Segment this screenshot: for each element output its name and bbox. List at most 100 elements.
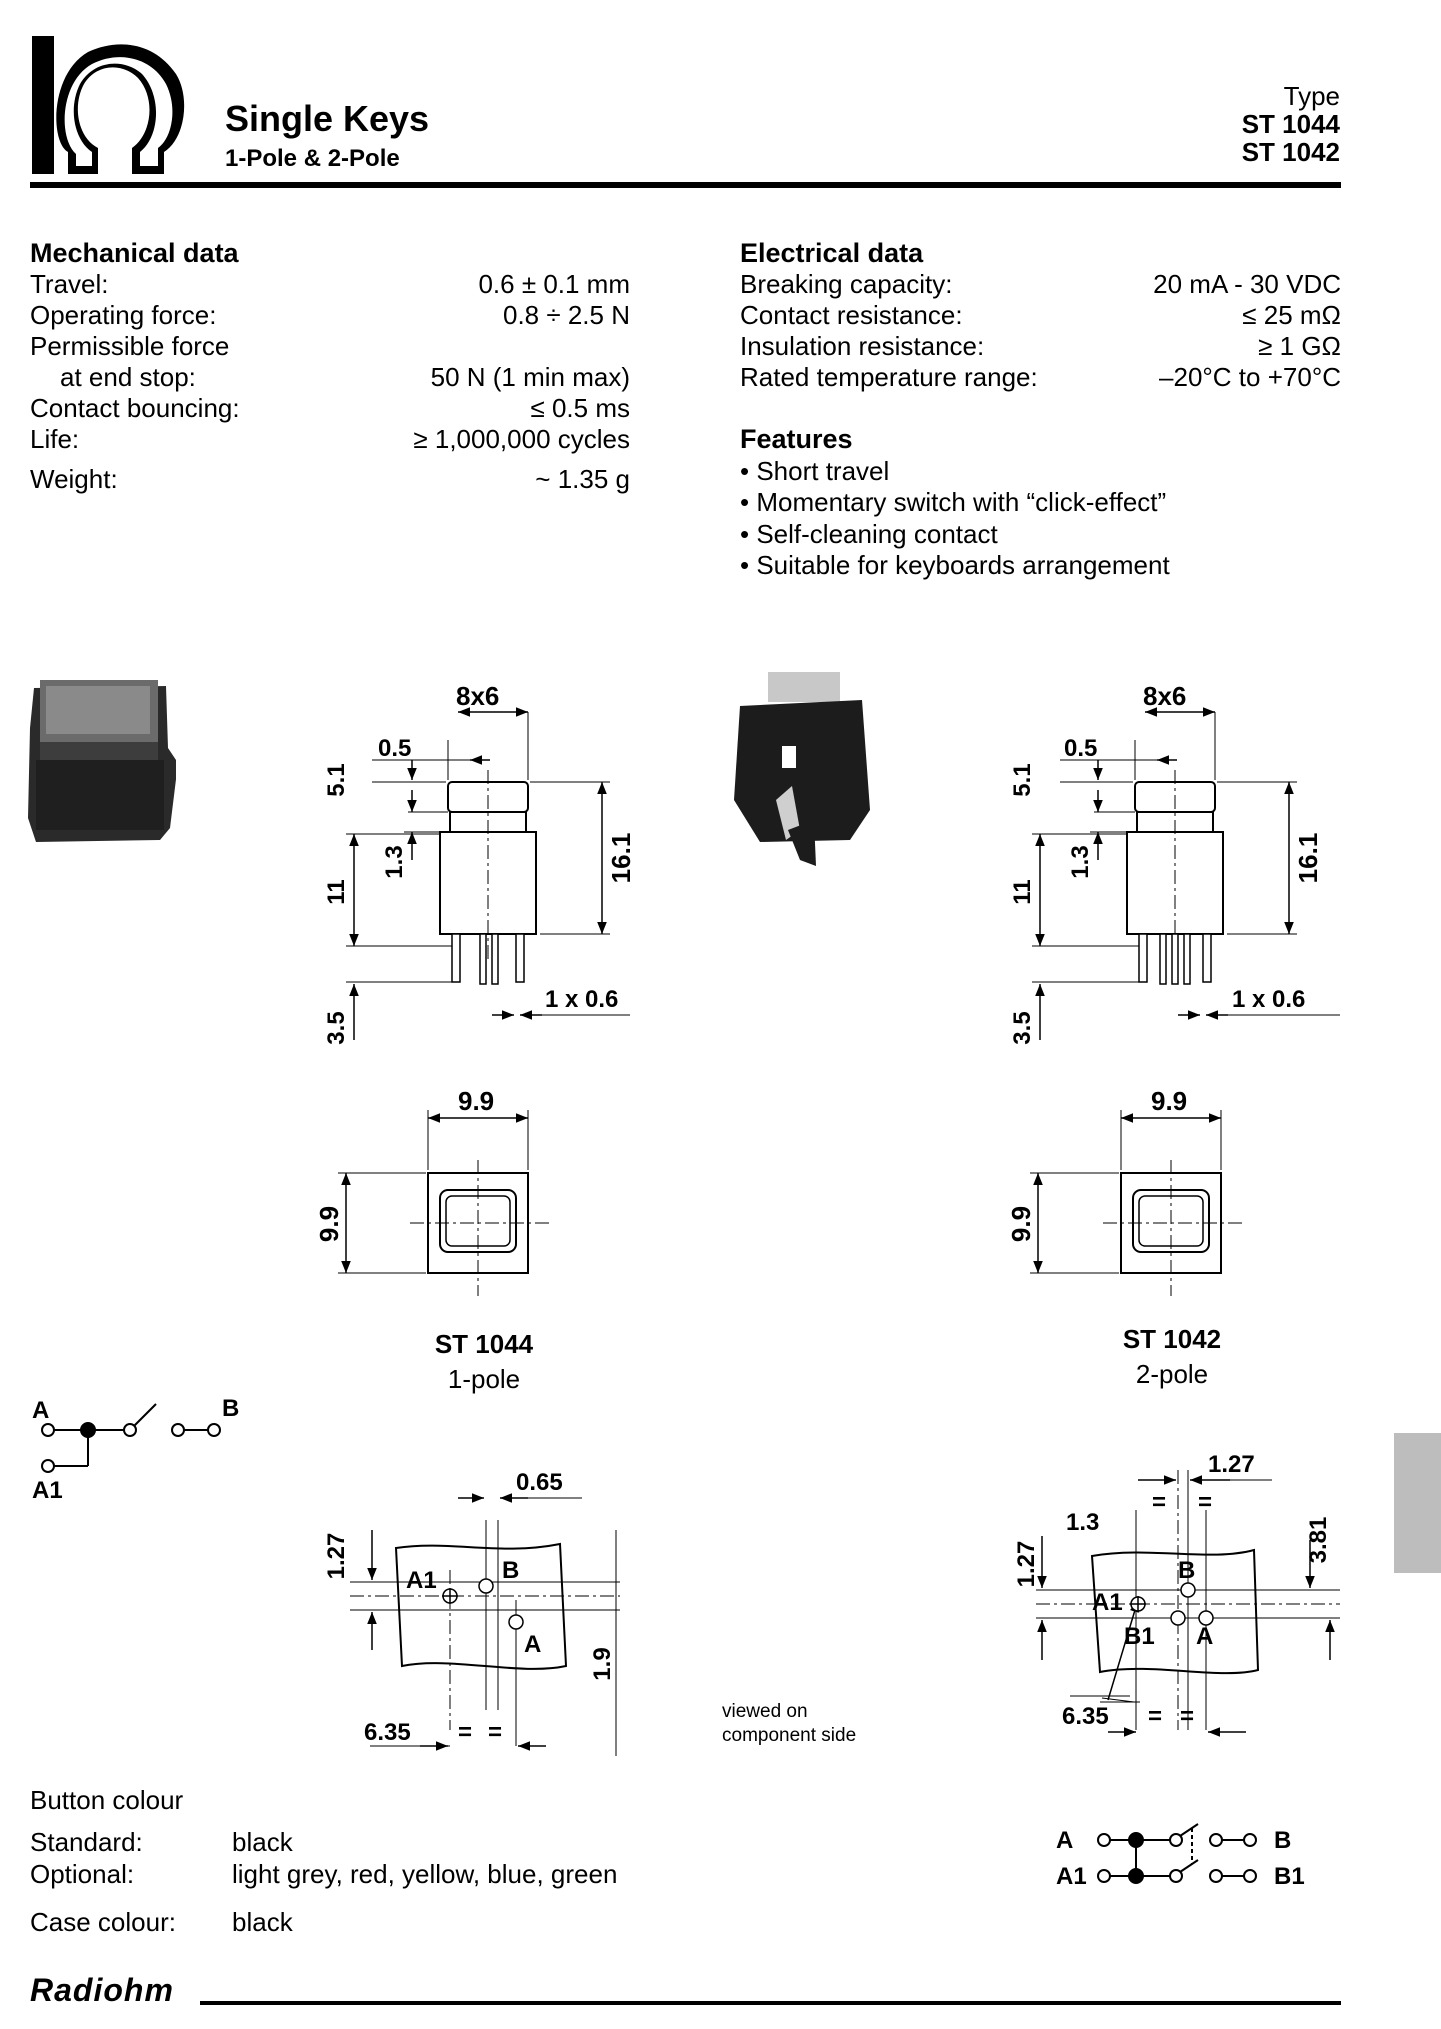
dim-height: 16.1: [1293, 833, 1323, 884]
mechanical-data: Mechanical data Travel: 0.6 ± 0.1 mm Ope…: [30, 238, 630, 498]
feature-item: • Suitable for keyboards arrangement: [740, 550, 1170, 580]
dim-square: 9.9: [314, 1206, 344, 1242]
electrical-data: Electrical data Breaking capacity: 20 mA…: [740, 238, 1341, 398]
side-view-2pole: [1032, 707, 1340, 1040]
dim-pin-len: 3.5: [1009, 1011, 1036, 1044]
case-label: Case colour:: [30, 1907, 176, 1937]
spec-row: Contact bouncing: ≤ 0.5 ms: [30, 393, 630, 425]
spec-row: Operating force: 0.8 ÷ 2.5 N: [30, 300, 630, 332]
features: Features • Short travel • Momentary swit…: [740, 424, 1341, 582]
spec-row: at end stop: 50 N (1 min max): [30, 362, 630, 394]
pcb-dim-pitch: 1.27: [323, 1533, 350, 1580]
type-st1044: ST 1044: [1241, 109, 1340, 139]
product-photo-1pole: [28, 680, 176, 842]
pcb-dim-pitch: 1.27: [1208, 1451, 1255, 1478]
spec-label: Contact resistance:: [740, 300, 963, 330]
terminal-b1: B1: [1124, 1623, 1155, 1650]
pcb-layout-1pole: 0.65 1.27 1.9 6.35 = = A1 B A: [323, 1469, 620, 1756]
terminal-a1: A1: [1056, 1863, 1087, 1890]
pcb-dim-6-35: 6.35: [364, 1719, 411, 1746]
model-2-desc: 2-pole: [1136, 1359, 1208, 1389]
dim-neck: 1.3: [381, 845, 408, 878]
spec-row: Life: ≥ 1,000,000 cycles: [30, 424, 630, 456]
model-1-name: ST 1044: [435, 1329, 534, 1359]
spec-label: Life:: [30, 424, 80, 454]
button-colour: Button colour Standard: black Optional: …: [30, 1784, 730, 1938]
features-heading: Features: [740, 424, 853, 454]
pcb-dim-pitch: 0.65: [516, 1469, 563, 1496]
case-value: black: [232, 1907, 293, 1937]
side-view-1pole: [346, 707, 630, 1040]
spec-row: Breaking capacity: 20 mA - 30 VDC: [740, 269, 1341, 301]
spec-value: ≥ 1,000,000 cycles: [413, 424, 630, 454]
mechanical-heading: Mechanical data: [30, 238, 239, 268]
type-label: Type: [1283, 81, 1340, 111]
standard-label: Standard:: [30, 1827, 143, 1857]
footer-brand: Radiohm: [30, 1972, 174, 2008]
optional-label: Optional:: [30, 1859, 135, 1889]
terminal-a: A: [524, 1631, 541, 1658]
spec-row: Travel: 0.6 ± 0.1 mm: [30, 269, 630, 301]
pcb-dim-3-81: 3.81: [1305, 1517, 1332, 1564]
dim-offset: 0.5: [1064, 735, 1097, 762]
spec-value: ≥ 1 GΩ: [1258, 331, 1341, 361]
spec-value: 0.6 ± 0.1 mm: [478, 269, 630, 299]
spec-value: ~ 1.35 g: [535, 464, 630, 494]
feature-item: • Momentary switch with “click-effect”: [740, 487, 1167, 517]
dim-body: 11: [1009, 879, 1036, 904]
pcb-dim-hole: 1.3: [1066, 1509, 1099, 1536]
top-view-2pole: [1030, 1110, 1245, 1296]
pcb-layout-2pole: 1.27 = = 1.3 1.27 3.81 6.35 = = A1 B B1 …: [1013, 1451, 1340, 1737]
dim-square: 9.9: [1151, 1086, 1187, 1116]
technical-drawings: 8x6 0.5 5.1 1.3 11 16.1 3.5 1 x 0.6: [323, 681, 1340, 1045]
top-view-1pole: [338, 1110, 552, 1296]
view-note-line: viewed on: [722, 1701, 808, 1722]
terminal-a: A: [1056, 1827, 1073, 1854]
spec-row: Insulation resistance: ≥ 1 GΩ: [740, 331, 1341, 363]
terminal-b: B: [1178, 1557, 1195, 1584]
pcb-eq: =: [458, 1719, 472, 1746]
dim-square: 9.9: [1006, 1206, 1036, 1242]
spec-label: Rated temperature range:: [740, 362, 1038, 392]
pcb-dim-1-9: 1.9: [589, 1647, 616, 1680]
product-photo-2pole: [734, 672, 870, 866]
spec-value: 50 N (1 min max): [430, 362, 630, 392]
spec-value: ≤ 0.5 ms: [530, 393, 630, 423]
spec-row: Contact resistance: ≤ 25 mΩ: [740, 300, 1341, 332]
pcb-dim-pitch: 1.27: [1013, 1541, 1040, 1588]
pcb-eq: =: [1148, 1703, 1162, 1730]
terminal-b: B: [222, 1395, 239, 1422]
pcb-eq: =: [1180, 1703, 1194, 1730]
schematic-2pole: A A1 B B1: [1056, 1823, 1305, 1890]
dim-body: 11: [323, 879, 350, 904]
spec-row: Permissible force: [30, 331, 630, 363]
terminal-a: A: [1196, 1623, 1213, 1650]
terminal-a1: A1: [406, 1567, 437, 1594]
terminal-b1: B1: [1274, 1863, 1305, 1890]
type-st1042: ST 1042: [1241, 137, 1340, 167]
dim-pin: 1 x 0.6: [1232, 986, 1305, 1013]
top-views: 9.9 9.9 9.9 9.9 ST 1044 1-pole ST 1042 2…: [314, 1086, 1245, 1394]
side-tab: [1394, 1433, 1441, 1573]
electrical-heading: Electrical data: [740, 238, 924, 268]
spec-label: Operating force:: [30, 300, 217, 330]
dim-pin-len: 3.5: [323, 1011, 350, 1044]
spec-label: Weight:: [30, 464, 118, 494]
dim-height: 16.1: [606, 833, 636, 884]
terminal-b: B: [1274, 1827, 1291, 1854]
pcb-eq: =: [488, 1719, 502, 1746]
dim-top: 5.1: [1009, 763, 1036, 796]
footer-rule: [200, 2001, 1341, 2005]
company-logo: [32, 36, 185, 174]
terminal-a1: A1: [1092, 1589, 1123, 1616]
terminal-b: B: [502, 1557, 519, 1584]
page-subtitle: 1-Pole & 2-Pole: [225, 145, 400, 172]
terminal-a1: A1: [32, 1477, 63, 1502]
spec-label: at end stop:: [60, 362, 196, 392]
feature-item: • Short travel: [740, 455, 890, 486]
colour-heading: Button colour: [30, 1785, 184, 1815]
feature-item: • Self-cleaning contact: [740, 518, 998, 549]
optional-value: light grey, red, yellow, blue, green: [232, 1859, 618, 1889]
type-block: Type ST 1044 ST 1042: [1242, 82, 1340, 166]
spec-label: Insulation resistance:: [740, 331, 985, 361]
